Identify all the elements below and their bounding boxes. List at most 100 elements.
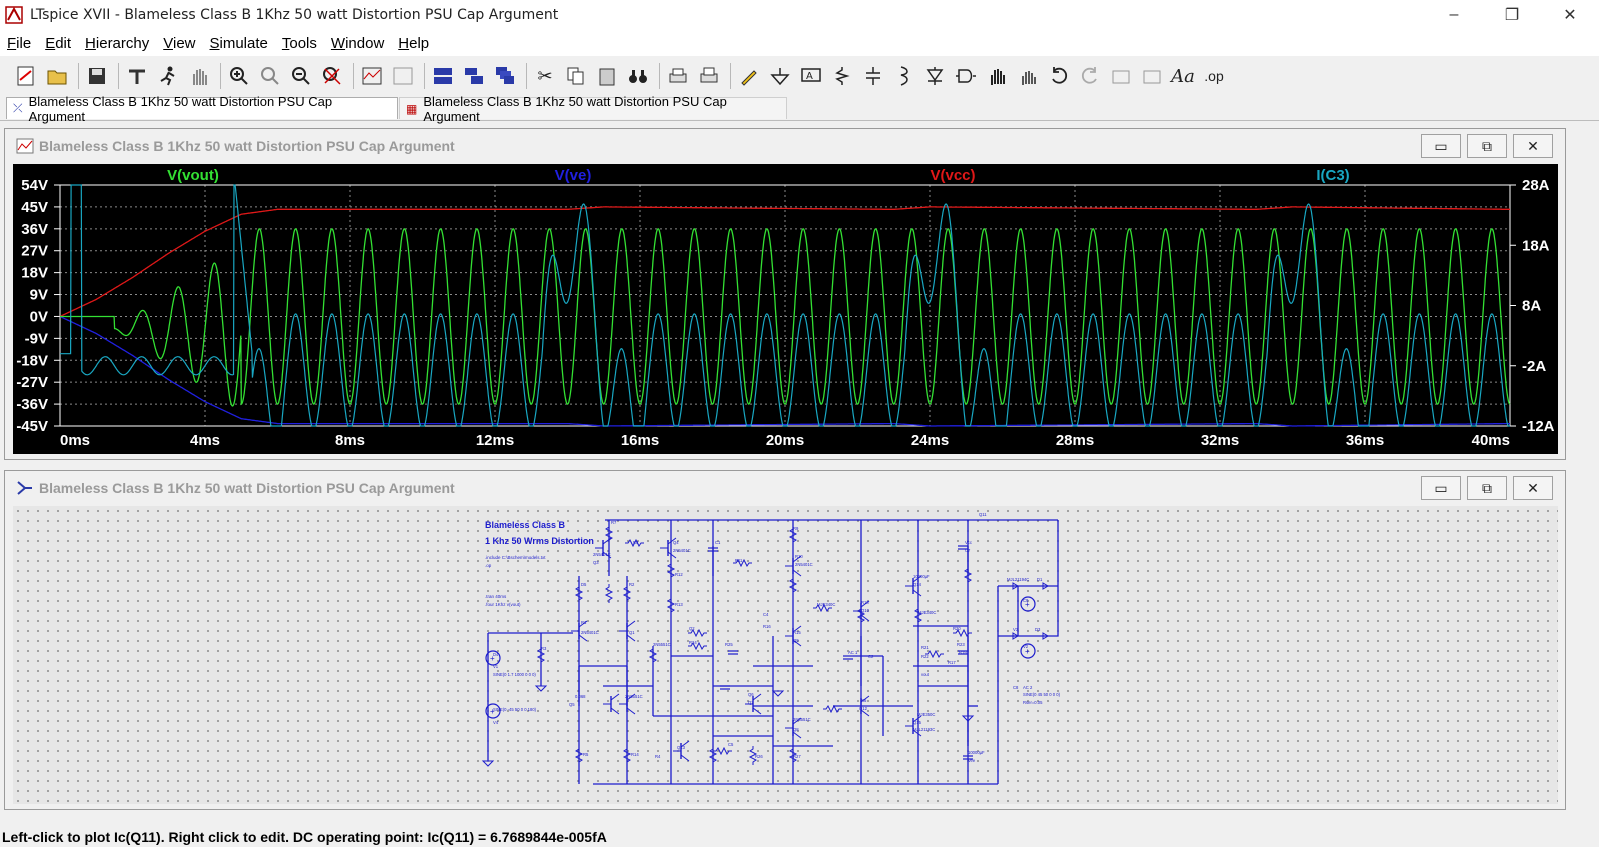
zoom-in-icon[interactable]: [225, 62, 253, 90]
minimize-button[interactable]: ▭: [1421, 476, 1461, 500]
maximize-button[interactable]: ⧉: [1467, 134, 1507, 158]
component-label: R7: [611, 520, 617, 525]
tile-vertical-icon[interactable]: [460, 62, 488, 90]
close-button[interactable]: ✕: [1563, 7, 1577, 24]
copy-icon[interactable]: [562, 62, 590, 90]
control-panel-hammer-icon[interactable]: [123, 62, 151, 90]
y-right-tick-label: -2A: [1522, 358, 1546, 375]
cascade-icon[interactable]: [491, 62, 519, 90]
resistor-symbol: [813, 603, 832, 613]
resistor-symbol: [708, 746, 718, 765]
halt-hand-icon[interactable]: [185, 62, 213, 90]
y-left-tick-label: 54V: [21, 177, 48, 194]
minimize-button[interactable]: –: [1449, 6, 1459, 23]
inductor-icon[interactable]: [890, 62, 918, 90]
zoom-fit-icon[interactable]: [318, 62, 346, 90]
schematic-heading: 1 Khz 50 Wrms Distortion: [485, 536, 594, 546]
autorange-icon[interactable]: [358, 62, 386, 90]
resistor-symbol: [913, 606, 923, 625]
component-label: R15: [793, 630, 801, 635]
component-label: R20: [953, 626, 961, 631]
x-tick-label: 8ms: [335, 432, 365, 449]
drag-hand-icon[interactable]: [1014, 62, 1042, 90]
menu-edit[interactable]: Edit: [45, 34, 72, 52]
tile-horizontal-icon[interactable]: [429, 62, 457, 90]
resistor-symbol: [625, 538, 644, 548]
menu-window[interactable]: Window: [330, 34, 385, 52]
close-button[interactable]: ✕: [1513, 134, 1553, 158]
run-simulation-icon[interactable]: [154, 62, 182, 90]
resistor-icon[interactable]: [828, 62, 856, 90]
menu-hierarchy[interactable]: Hierarchy: [85, 34, 150, 52]
ground-icon[interactable]: [766, 62, 794, 90]
component-label: MJL21194C: [1007, 577, 1029, 582]
transistor-symbol: [667, 537, 677, 545]
schematic-heading: Blameless Class B: [485, 520, 566, 530]
undo-icon[interactable]: [1045, 62, 1073, 90]
transistor-symbol: [602, 551, 612, 559]
spice-directive-icon[interactable]: .op: [1204, 68, 1224, 84]
tab-schematic[interactable]: ⤫ Blameless Class B 1Khz 50 watt Distort…: [6, 94, 398, 124]
component-label: 2N5551C: [625, 694, 643, 699]
text-font-icon[interactable]: Aa: [1171, 65, 1195, 87]
diode-icon[interactable]: [921, 62, 949, 90]
transistor-symbol: [578, 634, 588, 642]
tab-waveform[interactable]: ▦ Blameless Class B 1Khz 50 watt Distort…: [399, 94, 787, 124]
transistor-symbol: [792, 625, 802, 633]
transistor-symbol: [626, 693, 636, 701]
mark-icon[interactable]: [389, 62, 417, 90]
ground-symbol: [771, 690, 785, 697]
mirror-icon[interactable]: [1138, 62, 1166, 90]
menu-file[interactable]: File: [7, 34, 32, 52]
schematic-drawing[interactable]: Blameless Class B 1 Khz 50 Wrms Distortio…: [13, 506, 1558, 804]
status-text: Left-click to plot Ic(Q11). Right click …: [2, 829, 607, 845]
capacitor-icon[interactable]: [859, 62, 887, 90]
legend-V(vcc): V(vcc): [930, 167, 975, 184]
component-label: C7: [965, 548, 971, 553]
label-net-icon[interactable]: A: [797, 62, 825, 90]
maximize-button[interactable]: ⧉: [1467, 476, 1507, 500]
draw-wire-pencil-icon[interactable]: [735, 62, 763, 90]
resistor-symbol: [666, 596, 676, 615]
schematic-window: Blameless Class B 1Khz 50 watt Distortio…: [4, 470, 1566, 810]
new-schematic-icon[interactable]: [12, 62, 40, 90]
resistor-symbol: [604, 584, 614, 603]
paste-icon[interactable]: [593, 62, 621, 90]
transistor-symbol: [610, 693, 620, 701]
component-label: R10: [795, 554, 803, 559]
close-button[interactable]: ✕: [1513, 476, 1553, 500]
move-hand-icon[interactable]: [983, 62, 1011, 90]
menu-tools[interactable]: Tools: [281, 34, 317, 52]
component-label: R12: [675, 572, 683, 577]
tab-schematic-label: Blameless Class B 1Khz 50 watt Distortio…: [28, 93, 333, 124]
pan-icon[interactable]: [256, 62, 284, 90]
menu-simulate[interactable]: Simulate: [209, 34, 268, 52]
menu-view[interactable]: View: [163, 34, 196, 52]
component-icon[interactable]: [952, 62, 980, 90]
print-icon[interactable]: [664, 62, 692, 90]
schematic-canvas[interactable]: Blameless Class B 1 Khz 50 Wrms Distortio…: [13, 506, 1558, 804]
component-label: R19: [959, 650, 967, 655]
menu-help[interactable]: Help: [398, 34, 430, 52]
open-folder-icon[interactable]: [43, 62, 71, 90]
cut-scissors-icon[interactable]: ✂: [537, 65, 553, 86]
print-setup-icon[interactable]: [695, 62, 723, 90]
find-binoculars-icon[interactable]: [624, 62, 652, 90]
save-icon[interactable]: [83, 62, 111, 90]
document-tab-bar: ⤫ Blameless Class B 1Khz 50 watt Distort…: [0, 94, 1599, 124]
component-label: 2N5401C: [581, 630, 599, 635]
rotate-icon[interactable]: [1107, 62, 1135, 90]
y-right-tick-label: 8A: [1522, 298, 1541, 315]
x-tick-label: 0ms: [60, 432, 90, 449]
transistor-symbol: [792, 717, 802, 725]
ground-symbol: [481, 760, 495, 767]
schematic-icon: [15, 479, 35, 497]
minimize-button[interactable]: ▭: [1421, 134, 1461, 158]
zoom-out-icon[interactable]: [287, 62, 315, 90]
restore-button[interactable]: ❐: [1504, 7, 1520, 24]
resistor-symbol: [688, 628, 707, 638]
component-label: AC 1: [848, 650, 858, 655]
redo-icon[interactable]: [1076, 62, 1104, 90]
